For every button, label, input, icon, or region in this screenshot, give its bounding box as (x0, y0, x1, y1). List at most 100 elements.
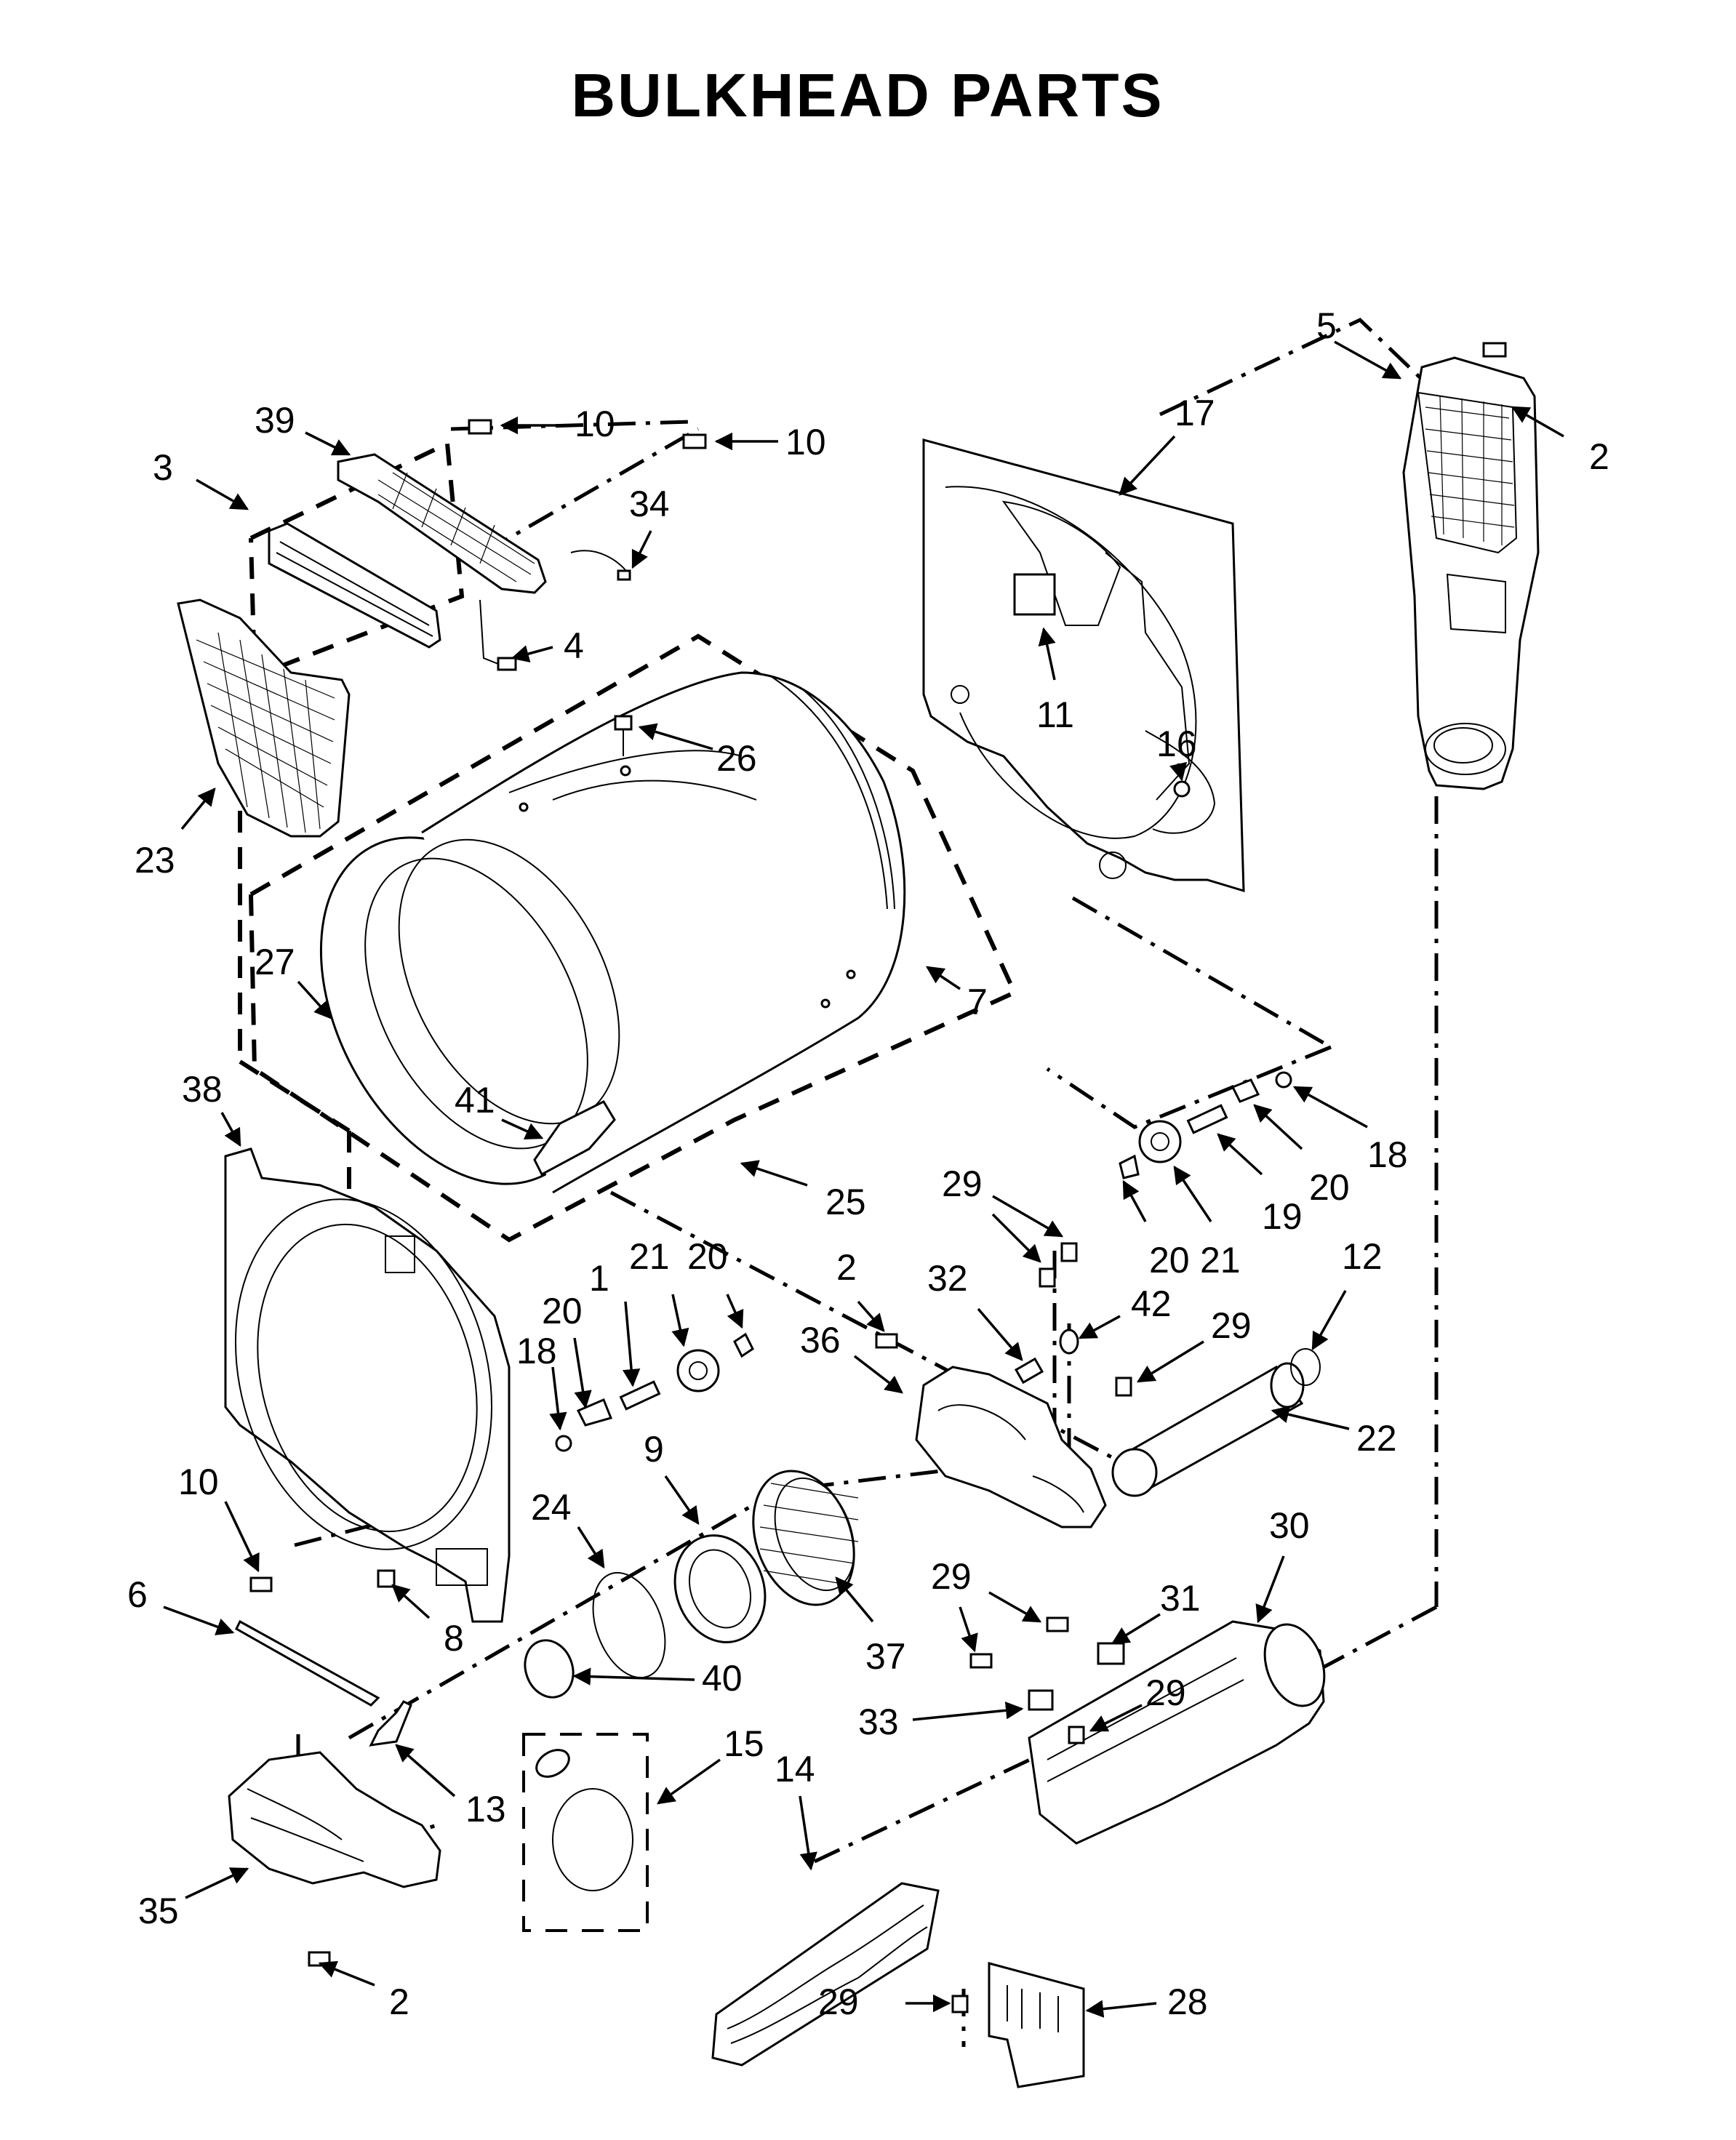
callout-label-34: 34 (629, 484, 670, 524)
callout-label-27: 27 (255, 942, 295, 982)
callout-41: 41 (455, 1080, 544, 1140)
callout-label-2-mid: 2 (836, 1247, 857, 1288)
callout-25: 25 (740, 1160, 866, 1222)
callout-21-right: 21 (1173, 1165, 1241, 1281)
callout-20-right: 20 (1253, 1104, 1350, 1208)
callout-label-13: 13 (465, 1789, 506, 1830)
callout-label-30: 30 (1269, 1505, 1310, 1546)
callout-label-4: 4 (564, 625, 584, 666)
callout-17: 17 (1119, 393, 1215, 496)
part-bracket-13 (369, 1700, 412, 1747)
part-lint-screen (177, 598, 351, 838)
callout-label-40: 40 (702, 1658, 743, 1699)
callout-35: 35 (138, 1867, 249, 1931)
callout-18-right: 18 (1292, 1086, 1408, 1175)
callout-label-28: 28 (1167, 1981, 1208, 2022)
callout-31: 31 (1111, 1578, 1201, 1645)
callout-label-22: 22 (1356, 1418, 1397, 1459)
part-heater-housing (1028, 1620, 1326, 1845)
callout-label-16: 16 (1156, 724, 1197, 764)
part-blower-housing-cover-9 (673, 1534, 767, 1643)
part-wire-harness-34 (570, 550, 631, 581)
part-filter-housing (268, 522, 441, 649)
part-front-bulkhead (224, 1147, 511, 1623)
callout-2-mid: 2 (836, 1247, 885, 1332)
callout-20-right-b: 20 (1122, 1179, 1190, 1281)
part-kit-15 (522, 1733, 649, 1932)
callout-label-25: 25 (825, 1182, 866, 1222)
callout-39: 39 (255, 400, 351, 456)
callout-label-37: 37 (865, 1636, 906, 1677)
callout-9: 9 (644, 1429, 700, 1526)
part-exhaust-tube (1111, 1362, 1305, 1497)
callout-label-36: 36 (800, 1320, 841, 1360)
callout-23: 23 (135, 788, 216, 881)
callout-label-19: 19 (1262, 1196, 1303, 1237)
callout-label-29-d: 29 (1145, 1672, 1186, 1713)
part-seal-24 (592, 1571, 666, 1679)
callout-14: 14 (775, 1749, 817, 1871)
part-roller-right (1119, 1071, 1292, 1179)
callout-label-9: 9 (644, 1429, 664, 1470)
callout-38: 38 (182, 1069, 241, 1147)
callout-label-11: 11 (1036, 694, 1074, 735)
callout-37: 37 (835, 1576, 906, 1677)
callout-label-20-left-b: 20 (542, 1291, 583, 1331)
part-thermostat-32 (1014, 1357, 1044, 1384)
part-screw-26 (614, 715, 633, 756)
callout-29-a: 29 (942, 1163, 1064, 1263)
callout-29-d: 29 (1089, 1672, 1186, 1732)
diagram-title: BULKHEAD PARTS (571, 61, 1164, 129)
callout-8: 8 (391, 1584, 464, 1659)
callout-13: 13 (395, 1744, 506, 1830)
callout-label-7: 7 (967, 982, 988, 1022)
callout-18-left: 18 (516, 1331, 567, 1431)
callout-label-33: 33 (858, 1702, 899, 1742)
callout-10-c: 10 (178, 1462, 260, 1573)
callout-label-35: 35 (138, 1891, 179, 1931)
callout-22: 22 (1271, 1406, 1397, 1459)
callout-2-bottom: 2 (318, 1960, 409, 2022)
part-thermostat-33 (1028, 1689, 1054, 1711)
part-blower-wheel (752, 1470, 859, 1606)
callout-label-10-c: 10 (178, 1462, 219, 1502)
callout-29-c: 29 (931, 1556, 1042, 1653)
callout-label-20-right-b: 20 (1149, 1240, 1190, 1281)
screws (249, 342, 1507, 2013)
callout-42: 42 (1078, 1283, 1172, 1339)
callout-20-left-a: 20 (687, 1236, 744, 1329)
callout-label-15: 15 (724, 1723, 764, 1764)
callout-5: 5 (1316, 305, 1402, 380)
callout-32: 32 (927, 1258, 1023, 1361)
callout-label-42: 42 (1131, 1283, 1172, 1324)
callout-3: 3 (153, 447, 249, 510)
part-clamp-12 (1290, 1348, 1321, 1386)
callout-label-12: 12 (1342, 1236, 1383, 1277)
callout-label-2-bottom: 2 (389, 1981, 409, 2022)
callout-label-8: 8 (444, 1618, 464, 1659)
callout-24: 24 (531, 1487, 605, 1569)
dashed-outline-drum (249, 633, 1017, 1243)
callout-2-top: 2 (1511, 406, 1609, 477)
callout-label-39: 39 (255, 400, 295, 441)
callout-label-6: 6 (127, 1574, 148, 1615)
callout-label-18-right: 18 (1367, 1134, 1408, 1175)
callout-label-5: 5 (1316, 305, 1337, 346)
callout-30: 30 (1255, 1505, 1310, 1624)
callout-label-41: 41 (455, 1080, 495, 1121)
callout-36: 36 (800, 1320, 903, 1394)
part-heater-element (711, 1882, 940, 2067)
callout-label-29-a: 29 (942, 1163, 983, 1204)
part-front-duct (228, 1751, 441, 1888)
callout-4: 4 (511, 625, 584, 666)
callout-label-29-e: 29 (818, 1981, 859, 2022)
callout-label-17: 17 (1175, 393, 1215, 433)
part-grommet-42 (1059, 1329, 1079, 1355)
part-thermostat-31 (1097, 1642, 1125, 1665)
part-drum (319, 671, 906, 1194)
callout-16: 16 (1156, 724, 1197, 782)
callout-7: 7 (925, 966, 988, 1022)
callout-10-b: 10 (714, 422, 826, 462)
callout-19: 19 (1217, 1133, 1303, 1237)
part-glide-6 (235, 1619, 380, 1707)
